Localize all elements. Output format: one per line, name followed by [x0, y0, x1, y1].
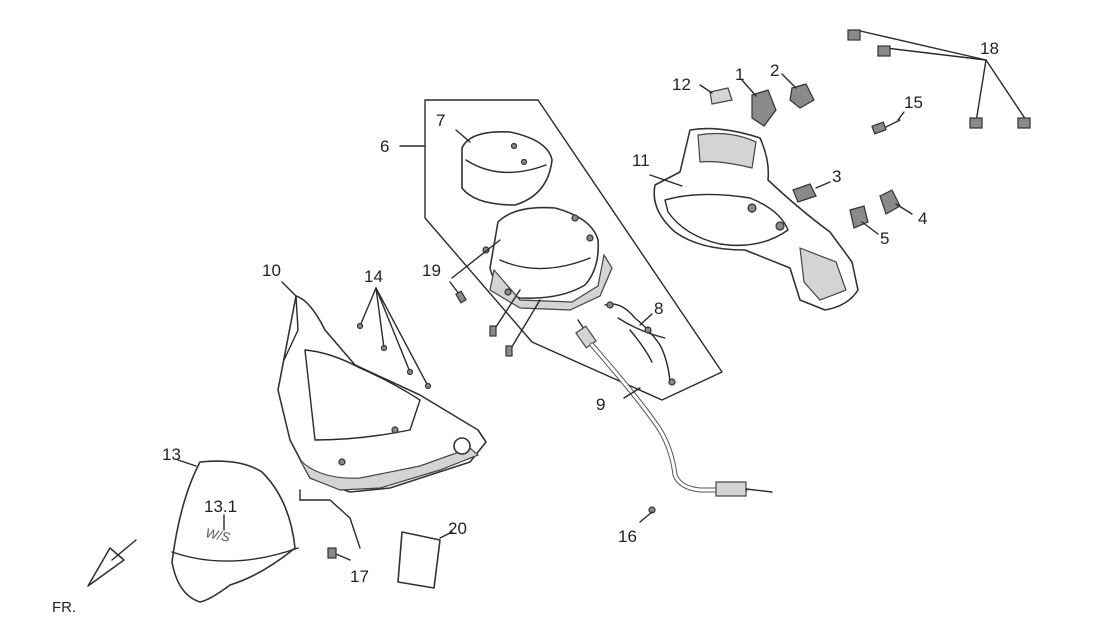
callout-7: 7	[436, 111, 445, 130]
callout-20: 20	[448, 519, 467, 538]
switch-5	[849, 205, 879, 235]
front-cover	[277, 281, 487, 549]
callout-2: 2	[770, 61, 779, 80]
callout-15: 15	[904, 93, 923, 112]
callout-14: 14	[364, 267, 383, 286]
callout-17: 17	[350, 567, 369, 586]
callout-6: 6	[380, 137, 389, 156]
switch-2	[781, 73, 815, 109]
callout-5: 5	[880, 229, 889, 248]
pin-16	[639, 506, 656, 523]
windshield-logo: W/S	[204, 525, 231, 545]
switch-1	[741, 79, 777, 127]
callout-12: 12	[672, 75, 691, 94]
label-sheet-20	[397, 531, 453, 589]
callout-1: 1	[735, 65, 744, 84]
small-cap-12	[699, 84, 733, 105]
callout-16: 16	[618, 527, 637, 546]
callout-labels: 1 2 3 4 5 6 7 8 9 10 11 12 13 13.1 14 15…	[162, 39, 999, 586]
callout-19: 19	[422, 261, 441, 280]
meter-body	[482, 206, 613, 311]
handlebar-cover	[649, 127, 859, 311]
windshield: W/S	[171, 459, 299, 603]
front-direction-label: FR.	[52, 599, 76, 616]
screws-19	[449, 239, 541, 357]
callout-18: 18	[980, 39, 999, 58]
front-direction-arrow: FR.	[52, 539, 137, 616]
callout-10: 10	[262, 261, 281, 280]
instrument-assembly-box	[399, 99, 723, 401]
callout-11: 11	[632, 151, 650, 170]
speedometer-cable	[575, 319, 773, 497]
callout-4: 4	[918, 209, 927, 228]
screw-15	[871, 111, 905, 135]
callout-8: 8	[654, 299, 663, 318]
callout-13: 13	[162, 445, 181, 464]
callout-3: 3	[832, 167, 841, 186]
callout-9: 9	[596, 395, 605, 414]
wire-harness	[604, 301, 676, 386]
switch-4	[879, 189, 913, 215]
screw-17	[327, 547, 351, 561]
callout-13-1: 13.1	[204, 497, 237, 516]
meter-lens-cover	[455, 129, 553, 206]
screws-14	[356, 287, 432, 390]
switch-3	[792, 181, 831, 203]
screws-18	[847, 29, 1031, 129]
